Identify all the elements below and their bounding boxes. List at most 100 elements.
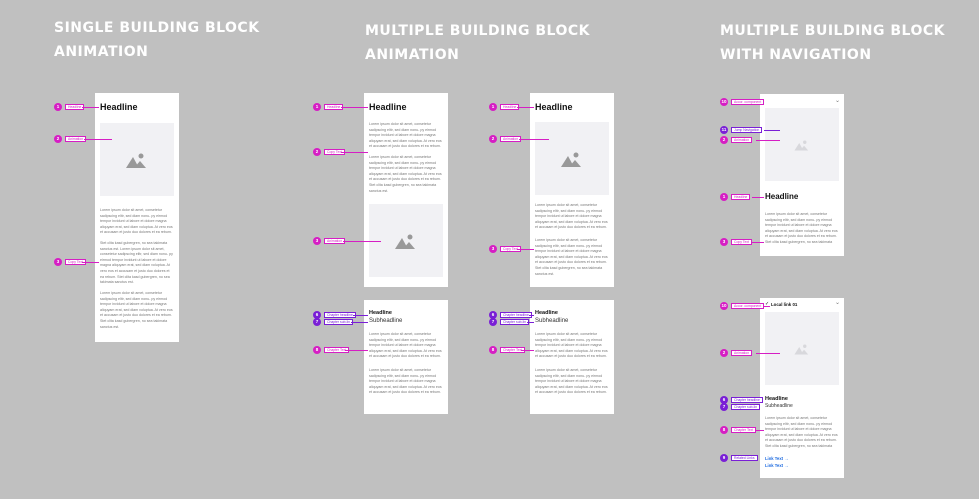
card-chapter-left: Headline Subheadline Lorem ipsum dolor s… xyxy=(364,300,448,414)
local-link-title[interactable]: Local link 01 xyxy=(771,302,798,307)
leader-line xyxy=(343,241,381,242)
callout-chapter-headline: 6 Chapter headline xyxy=(313,311,368,319)
callout-number: 2 xyxy=(54,135,62,143)
callout-chapter-headline: 6 Chapter headline xyxy=(489,311,534,319)
title-line: MULTIPLE BUILDING BLOCK xyxy=(720,23,945,39)
callout-related-links: 9 Related Links xyxy=(720,454,764,462)
callout-label: Accor. component xyxy=(731,99,765,105)
callout-copy-text: 3 Copy Text xyxy=(54,258,99,266)
animation-placeholder xyxy=(100,123,174,196)
callout-number: 8 xyxy=(313,346,321,354)
leader-line xyxy=(517,107,534,108)
leader-line xyxy=(353,315,368,316)
callout-number: 10 xyxy=(720,98,728,106)
callout-number: 2 xyxy=(720,136,728,144)
callout-number: 2 xyxy=(720,349,728,357)
leader-line xyxy=(764,130,780,131)
checkmark-icon: ✓ xyxy=(765,301,770,307)
callout-number: 6 xyxy=(489,311,497,319)
card-chapter-right: Headline Subheadline Lorem ipsum dolor s… xyxy=(530,300,614,414)
callout-label: Chapter sub-lin xyxy=(731,404,760,410)
callout-number: 2 xyxy=(489,135,497,143)
chapter-subheadline: Subheadline xyxy=(535,318,569,324)
title-multiple-animation: MULTIPLE BUILDING BLOCK ANIMATION xyxy=(365,19,590,67)
leader-line xyxy=(341,152,368,153)
callout-label: Chapter Text xyxy=(731,427,757,433)
callout-headline: 1 Headline xyxy=(489,103,534,111)
callout-accordion: 10 Accor. component xyxy=(720,302,770,310)
image-icon xyxy=(794,140,809,150)
animation-placeholder xyxy=(765,108,839,181)
chapter-headline: Headline xyxy=(369,310,392,316)
callout-animation: 2 Animation xyxy=(54,135,112,143)
chapter-headline: Headline xyxy=(765,396,788,402)
callout-number: 3 xyxy=(489,245,497,253)
related-link[interactable]: Link Text → xyxy=(765,463,789,468)
callout-label: Jump Navigation xyxy=(731,127,763,133)
callout-headline: 1 Headline xyxy=(54,103,99,111)
leader-line xyxy=(529,315,534,316)
copy-text: Lorem ipsum dolor sit amet, consetetur s… xyxy=(535,203,608,230)
callout-label: Animation xyxy=(731,350,753,356)
copy-text: Lorem ipsum dolor sit amet, consetetur s… xyxy=(765,212,838,246)
title-single-animation: SINGLE BUILDING BLOCK ANIMATION xyxy=(54,16,260,64)
chapter-text: Lorem ipsum dolor sit amet, consetetur s… xyxy=(369,332,442,359)
leader-line xyxy=(341,107,368,108)
callout-chapter-text: 8 Chapter Text xyxy=(489,346,534,354)
chevron-down-icon[interactable]: ⌄ xyxy=(835,98,841,104)
callout-number: 11 xyxy=(720,126,728,134)
callout-chapter-subline: 7 Chapter sub-lin xyxy=(489,318,534,326)
callout-number: 7 xyxy=(313,318,321,326)
headline: Headline xyxy=(765,192,799,201)
callout-label: Chapter headline xyxy=(731,397,763,403)
copy-text: Lorem ipsum dolor sit amet, consetetur s… xyxy=(100,208,173,235)
title-line: ANIMATION xyxy=(365,47,460,63)
callout-label: Animation xyxy=(65,136,87,142)
copy-text: Lorem ipsum dolor sit amet, consetetur s… xyxy=(535,238,608,276)
title-line: SINGLE BUILDING BLOCK xyxy=(54,20,260,36)
image-icon xyxy=(395,234,415,249)
callout-label: Related Links xyxy=(731,455,758,461)
link-label: Link Text xyxy=(765,463,784,468)
chapter-subheadline: Subheadline xyxy=(765,403,793,409)
callout-number: 1 xyxy=(313,103,321,111)
headline: Headline xyxy=(535,102,573,112)
callout-accordion: 10 Accor. component xyxy=(720,98,765,106)
callout-number: 6 xyxy=(313,311,321,319)
callout-number: 8 xyxy=(489,346,497,354)
callout-chapter-headline: 6 Chapter headline xyxy=(720,396,764,404)
callout-number: 2 xyxy=(313,148,321,156)
callout-number: 7 xyxy=(489,318,497,326)
copy-text: Stet clita kasd gubergren, no sea takima… xyxy=(100,241,173,285)
title-line: ANIMATION xyxy=(54,44,149,60)
related-link[interactable]: Link Text → xyxy=(765,456,789,461)
card-multiple-animation-first: Headline Lorem ipsum dolor sit amet, con… xyxy=(530,93,614,287)
callout-number: 10 xyxy=(720,302,728,310)
copy-text: Lorem ipsum dolor sit amet, consetetur s… xyxy=(100,291,173,329)
leader-line xyxy=(521,350,534,351)
image-icon xyxy=(126,153,146,168)
callout-copy-text: 2 Copy Text xyxy=(313,148,368,156)
callout-chapter-subline: 7 Chapter sub-lin xyxy=(720,403,764,411)
animation-placeholder xyxy=(765,312,839,385)
callout-headline: 1 Headline xyxy=(313,103,368,111)
chapter-subheadline: Subheadline xyxy=(369,318,403,324)
callout-copy-text: 3 Copy Text xyxy=(720,238,764,246)
callout-chapter-subline: 7 Chapter sub-lin xyxy=(313,318,368,326)
leader-line xyxy=(752,242,764,243)
callout-label: Chapter sub-lin xyxy=(324,319,353,325)
callout-headline: 1 Headline xyxy=(720,193,764,201)
callout-animation: 2 Animation xyxy=(489,135,549,143)
chevron-down-icon[interactable]: ⌄ xyxy=(835,300,841,306)
leader-line xyxy=(517,249,534,250)
leader-line xyxy=(345,350,368,351)
callout-animation: 3 Animation xyxy=(313,237,381,245)
title-multiple-navigation: MULTIPLE BUILDING BLOCK WITH NAVIGATION xyxy=(720,19,945,67)
headline: Headline xyxy=(369,102,407,112)
callout-copy-text: 3 Copy Text xyxy=(489,245,534,253)
callout-number: 7 xyxy=(720,403,728,411)
title-line: MULTIPLE BUILDING BLOCK xyxy=(365,23,590,39)
callout-number: 9 xyxy=(720,454,728,462)
copy-text: Lorem ipsum dolor sit amet, consetetur s… xyxy=(369,122,442,149)
callout-number: 3 xyxy=(54,258,62,266)
